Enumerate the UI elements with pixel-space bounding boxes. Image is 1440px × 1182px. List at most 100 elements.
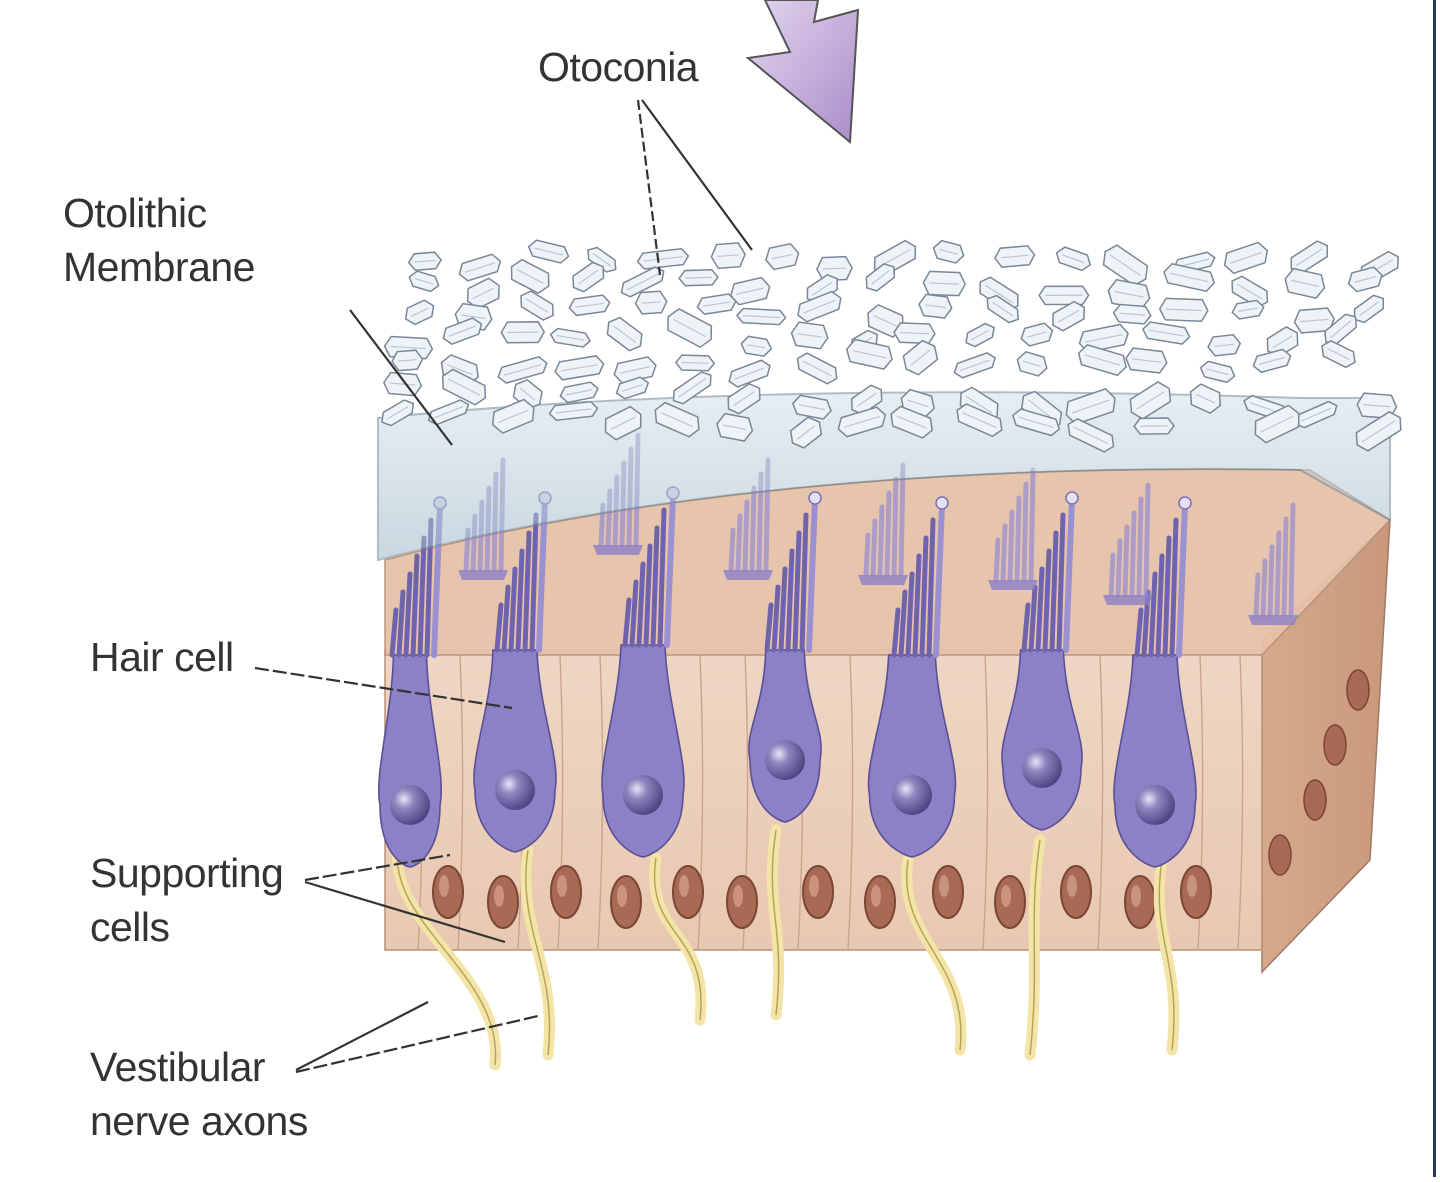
- stereocilium-bundle: [996, 540, 998, 580]
- kinocilium-tip: [936, 497, 948, 509]
- otoconium: [696, 293, 737, 315]
- cuticular-plate: [1248, 615, 1298, 625]
- otoconium: [383, 372, 422, 396]
- nucleus-highlight: [871, 885, 881, 907]
- otoconium: [568, 294, 611, 316]
- otoconium: [962, 321, 997, 350]
- otoconium: [457, 253, 503, 283]
- otoconium: [894, 323, 936, 344]
- stereocilium-bundle: [1118, 541, 1120, 595]
- otoconium: [740, 335, 773, 357]
- stereocilium-bundle: [880, 507, 882, 575]
- nucleus-highlight: [1001, 885, 1011, 907]
- otoconium: [790, 321, 829, 349]
- stereocilium-bundle: [1031, 470, 1033, 580]
- kinocilium-tip: [809, 492, 821, 504]
- side-nucleus: [1304, 780, 1326, 820]
- otoconium: [1054, 245, 1093, 272]
- otoconium: [1142, 321, 1191, 345]
- otoconia-label-text: Otoconia: [538, 40, 698, 94]
- otoconium: [506, 257, 553, 296]
- hair-cell-nucleus: [623, 775, 663, 815]
- otoconium: [1221, 241, 1271, 276]
- stereocilium-bundle: [1284, 519, 1286, 615]
- otoconium: [1159, 298, 1208, 321]
- otoconium: [794, 350, 841, 386]
- stereocilium-bundle: [752, 488, 754, 570]
- cuticular-plate: [723, 570, 773, 580]
- otoconium-edge: [685, 277, 712, 278]
- otoconium: [1283, 267, 1328, 299]
- stereocilium-bundle: [1024, 484, 1026, 580]
- otoconium: [1207, 334, 1241, 356]
- otoconium: [496, 355, 549, 384]
- vestibular-nerve-label: Vestibular nerve axons: [90, 1040, 308, 1148]
- otoconium: [635, 291, 668, 314]
- supporting-cells-label: Supporting cells: [90, 846, 283, 954]
- stereocilium-bundle: [1010, 512, 1012, 580]
- vestibular-label-line1: Vestibular: [90, 1040, 308, 1094]
- otoconium: [676, 355, 715, 371]
- nucleus-highlight: [809, 875, 819, 897]
- cuticular-plate: [1103, 595, 1153, 605]
- otoconium: [637, 248, 689, 270]
- side-nucleus: [1324, 725, 1346, 765]
- side-nucleus: [1347, 670, 1369, 710]
- otoconium: [527, 239, 571, 265]
- hair-cell-nucleus: [390, 785, 430, 825]
- otoconium: [559, 381, 600, 404]
- stereocilium-bundle: [1270, 547, 1272, 615]
- otoconium: [711, 242, 746, 268]
- kinocilium-tip: [1066, 492, 1078, 504]
- stereocilium-bundle: [1139, 499, 1141, 595]
- nucleus-highlight: [557, 875, 567, 897]
- otoconium: [844, 338, 894, 370]
- otolithic-label-line2: Membrane: [63, 240, 255, 294]
- otoconium: [501, 322, 544, 343]
- stereocilium-bundle: [1003, 526, 1005, 580]
- stereocilium-bundle: [731, 530, 733, 570]
- nucleus-highlight: [617, 885, 627, 907]
- hair-cell-nucleus: [495, 770, 535, 810]
- stereocilium-bundle: [894, 479, 896, 575]
- cuticular-plate: [988, 580, 1038, 590]
- otoconium: [1251, 348, 1293, 374]
- otoconium: [1199, 360, 1237, 384]
- nucleus-highlight: [939, 875, 949, 897]
- otoconium: [603, 314, 647, 354]
- hair-cell-nucleus: [892, 775, 932, 815]
- stereocilium-bundle: [1132, 513, 1134, 595]
- nucleus-highlight: [733, 885, 743, 907]
- otoconium: [1015, 350, 1050, 378]
- cuticular-plate: [458, 570, 508, 580]
- stereocilium-bundle: [1256, 575, 1258, 615]
- nucleus-highlight: [439, 875, 449, 897]
- side-nucleus: [1269, 835, 1291, 875]
- otoconium: [918, 294, 953, 319]
- stereocilium-bundle: [1277, 533, 1279, 615]
- otoconium: [1113, 304, 1152, 324]
- otoconium-edge: [682, 363, 708, 364]
- stereocilium-bundle: [887, 493, 889, 575]
- stereocilium-bundle: [1111, 555, 1113, 595]
- stereocilium-bundle: [873, 521, 875, 575]
- hair-cell-nucleus: [1135, 785, 1175, 825]
- otoconium: [923, 271, 966, 296]
- nucleus-highlight: [1187, 875, 1197, 897]
- kinocilium-tip: [1179, 497, 1191, 509]
- otoconium: [931, 239, 966, 264]
- hair-cell-label: Hair cell: [90, 630, 234, 684]
- otolithic-membrane-label: Otolithic Membrane: [63, 186, 255, 294]
- otoconium: [994, 245, 1035, 267]
- supporting-label-line2: cells: [90, 900, 283, 954]
- cuticular-plate: [858, 575, 908, 585]
- stereocilium-bundle: [866, 535, 868, 575]
- supporting-label-line1: Supporting: [90, 846, 283, 900]
- otoconium: [737, 308, 786, 325]
- otolithic-label-line1: Otolithic: [63, 186, 255, 240]
- otoconium: [408, 252, 442, 271]
- stereocilium-bundle: [1125, 527, 1127, 595]
- otoconium: [952, 351, 998, 380]
- cuticular-plate: [593, 545, 643, 555]
